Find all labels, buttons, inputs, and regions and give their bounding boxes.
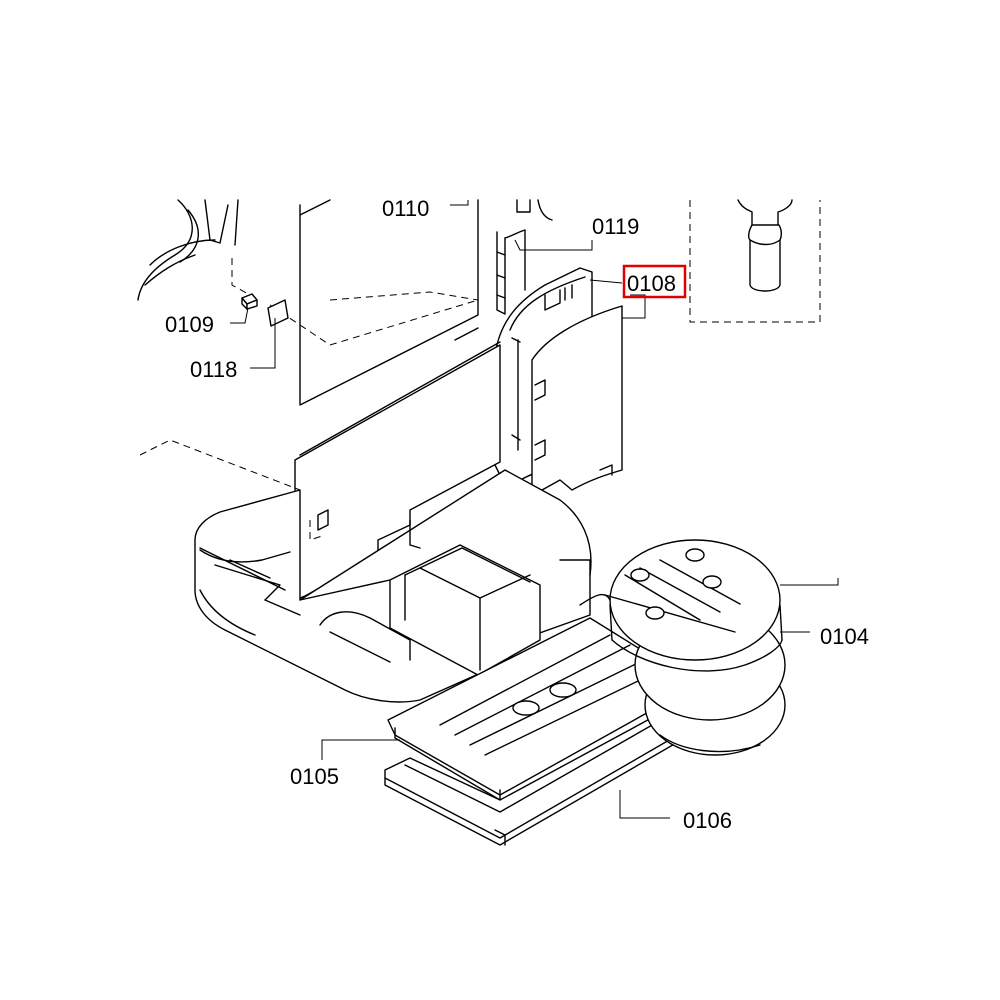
part-0118-pad bbox=[267, 299, 289, 327]
label-0110: 0110 bbox=[382, 196, 429, 221]
part-0109-pin bbox=[241, 293, 258, 310]
leader-lines bbox=[230, 200, 839, 819]
label-0118: 0118 bbox=[190, 357, 237, 382]
part-0119-plate bbox=[496, 199, 553, 315]
label-0105: 0105 bbox=[290, 764, 339, 789]
part-0105-drip-grid bbox=[387, 617, 691, 801]
label-0108: 0108 bbox=[627, 271, 676, 296]
part-0108-shield bbox=[494, 267, 623, 506]
inset-detail-box bbox=[689, 199, 821, 323]
label-0104: 0104 bbox=[820, 624, 869, 649]
label-0119: 0119 bbox=[592, 214, 639, 239]
base-tray bbox=[194, 469, 592, 703]
upper-left-component bbox=[137, 199, 251, 301]
highlight-box-0108 bbox=[622, 264, 687, 299]
label-0106: 0106 bbox=[683, 808, 732, 833]
part-0104-disc-stack bbox=[579, 539, 786, 756]
housing-panel-0110 bbox=[269, 199, 479, 406]
label-0109: 0109 bbox=[165, 312, 214, 337]
